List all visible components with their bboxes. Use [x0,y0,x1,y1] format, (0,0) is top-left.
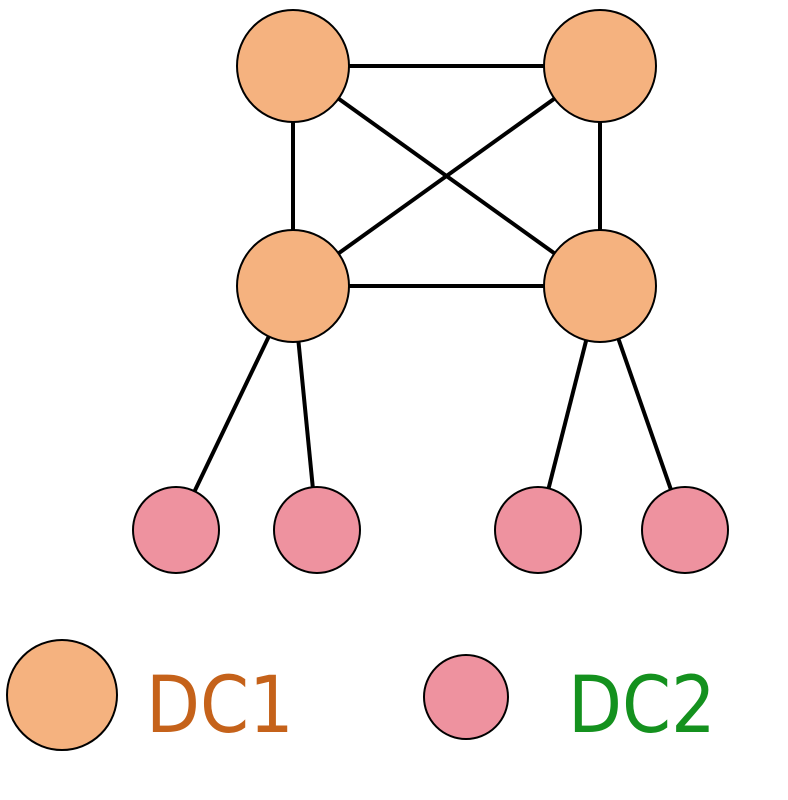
node-dc2-bottom-4 [641,486,729,574]
legend: DC1 DC2 [6,639,716,751]
legend-dc1-label: DC1 [146,661,294,751]
legend-dc2-label: DC2 [568,661,716,751]
legend-dc1-swatch [6,639,118,751]
node-dc1-mid-left [236,229,350,343]
node-dc1-mid-right [543,229,657,343]
node-dc2-bottom-1 [132,486,220,574]
legend-dc2-swatch [423,654,509,740]
node-dc2-bottom-3 [494,486,582,574]
node-dc2-bottom-2 [273,486,361,574]
node-dc1-top-right [543,9,657,123]
nodes [132,9,729,574]
node-dc1-top-left [236,9,350,123]
edge-dc1-top-right-to-dc1-mid-left [291,64,602,288]
